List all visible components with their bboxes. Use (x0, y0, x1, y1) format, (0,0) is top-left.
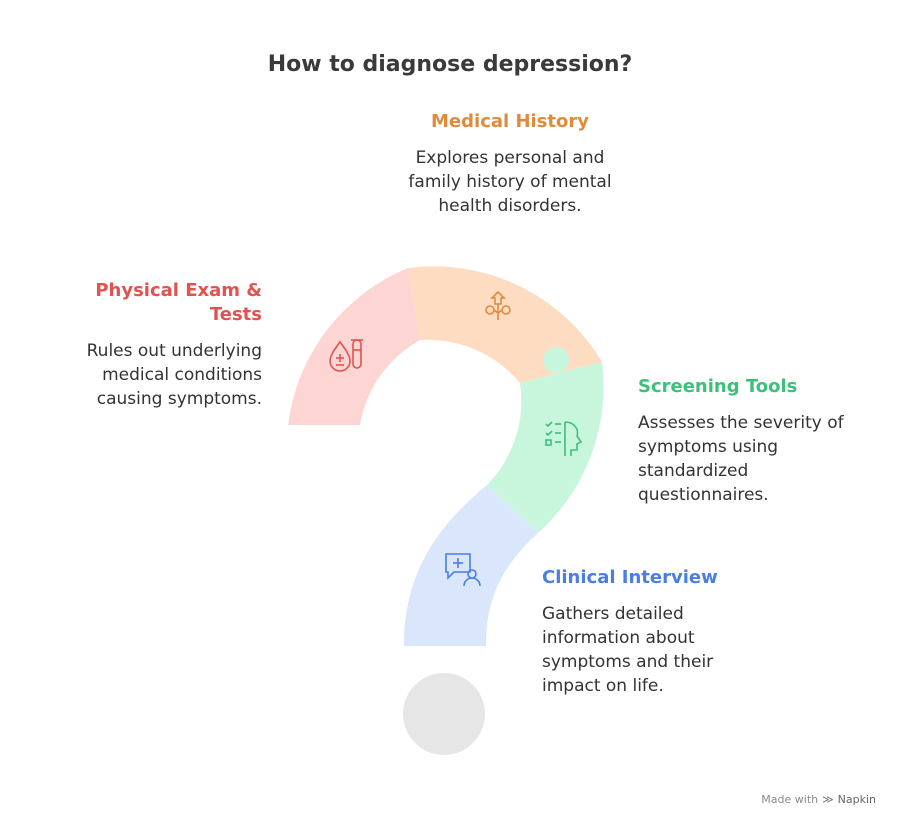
physical-exam-heading: Physical Exam & Tests (95, 280, 262, 325)
clinical-interview-block: Clinical Interview Gathers detailed info… (542, 566, 762, 698)
page-title: How to diagnose depression? (267, 52, 633, 77)
family-tree-icon (485, 290, 511, 320)
puzzle-knob (543, 347, 569, 373)
puzzle-knob (414, 286, 442, 314)
puzzle-knob (488, 509, 512, 533)
clinical-interview-description: Gathers detailed information about sympt… (542, 604, 714, 696)
screening-tools-segment (487, 362, 604, 533)
medical-history-description: Explores personal and family history of … (408, 148, 612, 216)
screening-tools-heading: Screening Tools (638, 376, 798, 397)
brand-label: Napkin (837, 793, 876, 806)
physical-exam-description: Rules out underlying medical conditions … (86, 341, 262, 409)
clinical-interview-heading: Clinical Interview (542, 567, 718, 588)
medical-history-segment (408, 266, 602, 383)
blood-test-icon (329, 339, 363, 372)
medical-history-block: Medical History Explores personal and fa… (380, 110, 640, 218)
question-dot (403, 673, 485, 755)
napkin-logo-icon: ≫ (822, 793, 834, 806)
screening-tools-description: Assesses the severity of symptoms using … (638, 413, 844, 505)
checklist-head-icon (545, 421, 583, 456)
medical-history-heading: Medical History (431, 111, 589, 132)
medical-chat-icon (445, 553, 481, 587)
physical-exam-block: Physical Exam & Tests Rules out underlyi… (40, 279, 262, 411)
footer: Made with ≫ Napkin (761, 793, 876, 806)
screening-tools-block: Screening Tools Assesses the severity of… (638, 375, 868, 507)
made-with-label: Made with (761, 793, 819, 806)
physical-exam-segment (288, 268, 420, 425)
